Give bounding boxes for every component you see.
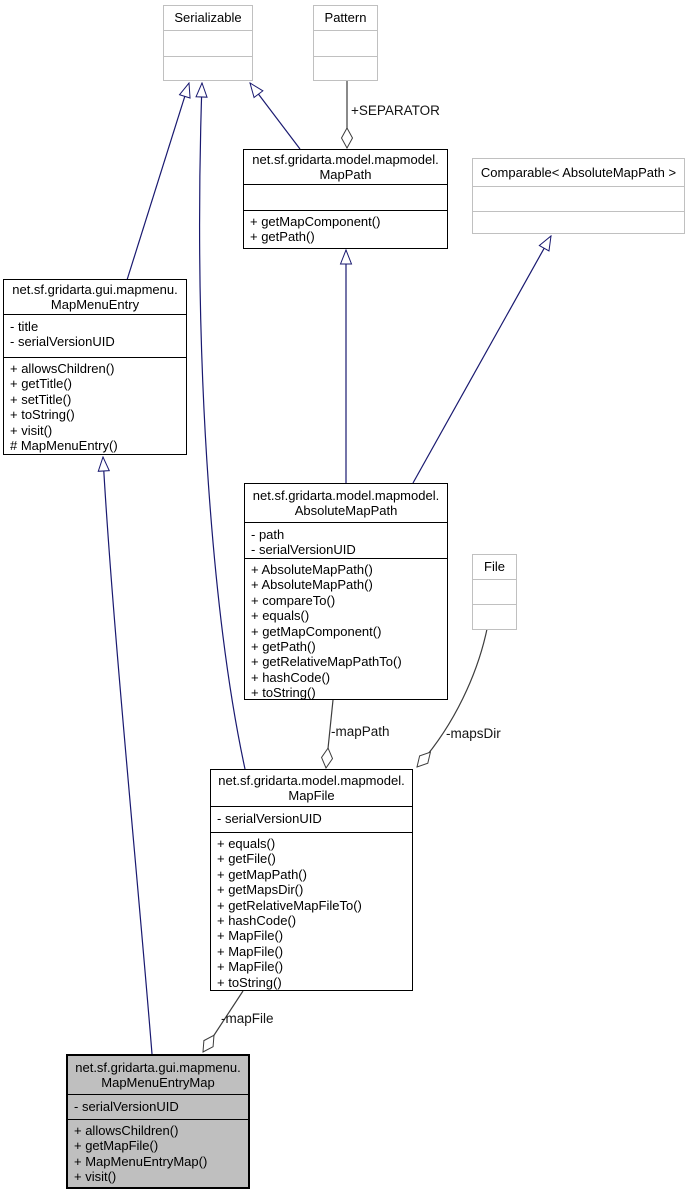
edge-aggregate-file-to-mapfile	[417, 628, 488, 767]
method-label: + visit()	[10, 422, 53, 438]
method-label: + getMapComponent()	[250, 214, 381, 229]
class-title: net.sf.gridarta.model.mapmodel. MapPath	[252, 151, 439, 182]
method-label: + toString()	[10, 407, 75, 423]
attribute-label: - serialVersionUID	[10, 334, 115, 350]
method-label: + getPath()	[250, 229, 315, 245]
class-box-file[interactable]: File	[472, 554, 517, 630]
attribute-label: - serialVersionUID	[251, 542, 356, 558]
class-attributes	[314, 30, 377, 56]
method-label: + hashCode()	[217, 913, 297, 929]
edge-label-map-file: -mapFile	[221, 1011, 274, 1026]
method-label: + getRelativeMapFileTo()	[217, 897, 362, 913]
class-box-mapmenuentry[interactable]: net.sf.gridarta.gui.mapmenu. MapMenuEntr…	[3, 279, 187, 455]
method-label: + AbsoluteMapPath()	[251, 562, 373, 577]
method-label: + getMapsDir()	[217, 882, 304, 898]
class-methods: + getMapComponent() + getPath()	[244, 210, 447, 248]
attribute-label: - serialVersionUID	[74, 1099, 179, 1114]
method-label: + MapFile()	[217, 959, 284, 975]
method-label: + getTitle()	[10, 376, 73, 392]
class-attributes	[473, 579, 516, 604]
method-label: + visit()	[74, 1169, 117, 1185]
class-attributes: - path - serialVersionUID	[245, 522, 447, 558]
class-box-pattern[interactable]: Pattern	[313, 5, 378, 81]
method-label: + toString()	[251, 685, 316, 699]
class-methods: + allowsChildren() + getMapFile() + MapM…	[68, 1119, 248, 1187]
method-label: + equals()	[251, 608, 310, 624]
class-methods: + equals() + getFile() + getMapPath() + …	[211, 832, 412, 990]
class-attributes	[244, 184, 447, 210]
class-attributes: - title - serialVersionUID	[4, 314, 186, 357]
class-title: net.sf.gridarta.model.mapmodel. MapFile	[218, 772, 405, 803]
class-box-mappath[interactable]: net.sf.gridarta.model.mapmodel. MapPath …	[243, 149, 448, 249]
class-title: File	[484, 559, 505, 575]
class-title: net.sf.gridarta.model.mapmodel. Absolute…	[252, 487, 440, 518]
edge-aggregate-absolutemappath-to-mapfile	[326, 699, 334, 768]
method-label: + toString()	[217, 974, 282, 990]
method-label: + compareTo()	[251, 592, 336, 608]
edge-label-map-path: -mapPath	[331, 724, 390, 739]
class-title: net.sf.gridarta.gui.mapmenu. MapMenuEntr…	[75, 1059, 241, 1090]
edge-label-maps-dir: -mapsDir	[446, 726, 501, 741]
class-title: net.sf.gridarta.gui.mapmenu. MapMenuEntr…	[12, 281, 178, 312]
method-label: + getRelativeMapPathTo()	[251, 654, 402, 670]
edge-inherit-mapfile-to-serializable	[200, 83, 246, 770]
class-box-serializable[interactable]: Serializable	[163, 5, 253, 81]
method-label: + getFile()	[217, 851, 276, 867]
class-attributes	[473, 186, 684, 211]
class-methods: + allowsChildren() + getTitle() + setTit…	[4, 357, 186, 454]
method-label: + hashCode()	[251, 669, 331, 685]
class-attributes	[164, 30, 252, 56]
class-box-mapfile[interactable]: net.sf.gridarta.model.mapmodel. MapFile …	[210, 769, 413, 991]
class-methods	[473, 604, 516, 629]
method-label: # MapMenuEntry()	[10, 438, 118, 454]
class-box-comparable[interactable]: Comparable< AbsoluteMapPath >	[472, 158, 685, 234]
method-label: + allowsChildren()	[74, 1123, 179, 1138]
class-attributes: - serialVersionUID	[211, 806, 412, 832]
class-attributes: - serialVersionUID	[68, 1094, 248, 1119]
class-box-absolutemappath[interactable]: net.sf.gridarta.model.mapmodel. Absolute…	[244, 483, 448, 700]
edge-label-separator: +SEPARATOR	[351, 103, 440, 118]
attribute-label: - serialVersionUID	[217, 811, 322, 826]
edge-inherit-absolutemappath-to-comparable	[412, 236, 551, 484]
method-label: + getMapComponent()	[251, 623, 382, 639]
attribute-label: - title	[10, 319, 39, 334]
method-label: + MapFile()	[217, 928, 284, 944]
edge-aggregate-mapfile-to-mapmenuentrymap	[203, 990, 244, 1052]
class-methods	[164, 56, 252, 80]
class-methods	[473, 211, 684, 233]
method-label: + getPath()	[251, 639, 316, 655]
class-methods: + AbsoluteMapPath() + AbsoluteMapPath() …	[245, 558, 447, 699]
edge-inherit-mappath-to-serializable	[250, 83, 301, 150]
class-box-mapmenuentrymap[interactable]: net.sf.gridarta.gui.mapmenu. MapMenuEntr…	[66, 1054, 250, 1189]
edge-inherit-mapmenuentrymap-to-mapmenuentry	[103, 457, 153, 1055]
method-label: + getMapPath()	[217, 866, 307, 882]
method-label: + equals()	[217, 836, 276, 851]
class-title: Comparable< AbsoluteMapPath >	[480, 164, 677, 180]
method-label: + MapFile()	[217, 943, 284, 959]
method-label: + allowsChildren()	[10, 361, 115, 376]
attribute-label: - path	[251, 527, 285, 542]
class-methods	[314, 56, 377, 80]
method-label: + setTitle()	[10, 391, 72, 407]
edge-inherit-mapmenuentry-to-serializable	[126, 83, 189, 281]
method-label: + AbsoluteMapPath()	[251, 577, 373, 593]
method-label: + getMapFile()	[74, 1138, 159, 1154]
class-title: Pattern	[324, 10, 367, 26]
method-label: + MapMenuEntryMap()	[74, 1153, 208, 1169]
class-title: Serializable	[174, 10, 242, 26]
